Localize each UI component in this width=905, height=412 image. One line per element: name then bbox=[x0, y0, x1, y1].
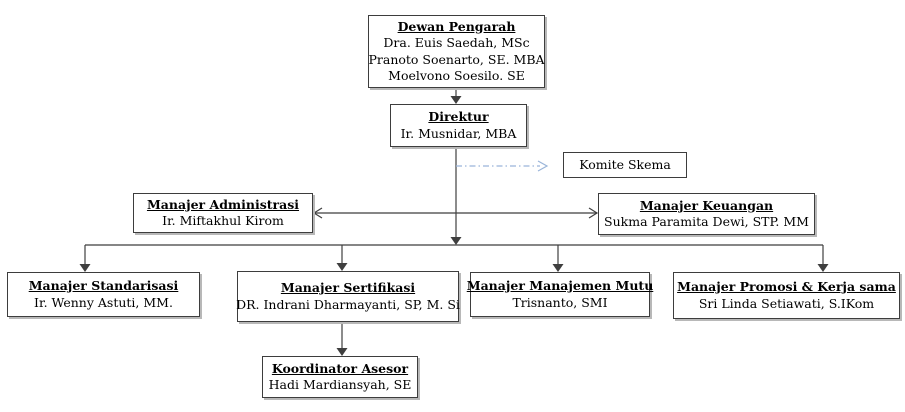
node-person: Dra. Euis Saedah, MSc bbox=[383, 35, 530, 50]
org-node-direktur: Direktur Ir. Musnidar, MBA bbox=[390, 104, 527, 147]
node-title: Manajer Administrasi bbox=[146, 196, 300, 212]
node-person: Moelvono Soesilo. SE bbox=[388, 68, 525, 83]
org-node-dewan-pengarah: Dewan Pengarah Dra. Euis Saedah, MSc Pra… bbox=[368, 15, 545, 88]
org-node-manajer-sertifikasi: Manajer Sertifikasi DR. Indrani Dharmaya… bbox=[236, 271, 460, 322]
org-node-komite-skema: Komite Skema bbox=[563, 152, 687, 178]
org-node-koordinator-asesor: Koordinator Asesor Hadi Mardiansyah, SE bbox=[262, 356, 418, 398]
node-person: Sukma Paramita Dewi, STP. MM bbox=[604, 214, 809, 229]
node-title: Manajer Promosi & Kerja sama bbox=[677, 279, 896, 294]
node-title: Direktur bbox=[428, 109, 489, 124]
node-title: Manajer Standarisasi bbox=[28, 278, 179, 293]
node-person: Ir. Wenny Astuti, MM. bbox=[34, 294, 173, 310]
org-node-manajer-keuangan: Manajer Keuangan Sukma Paramita Dewi, ST… bbox=[598, 193, 815, 235]
node-person: Sri Linda Setiawati, S.IKom bbox=[698, 295, 875, 311]
node-title: Manajer Sertifikasi bbox=[280, 280, 416, 295]
org-node-manajer-manajemen-mutu: Manajer Manajemen Mutu Trisnanto, SMI bbox=[467, 272, 653, 317]
node-title: Dewan Pengarah bbox=[397, 18, 516, 34]
node-person: Hadi Mardiansyah, SE bbox=[268, 377, 412, 392]
node-person: Pranoto Soenarto, SE. MBA bbox=[368, 51, 545, 67]
node-person: Ir. Miftakhul Kirom bbox=[162, 213, 284, 228]
node-title: Manajer Manajemen Mutu bbox=[466, 278, 654, 293]
node-title: Manajer Keuangan bbox=[639, 197, 774, 213]
dashed-arrow-komite-skema bbox=[456, 160, 549, 172]
node-person: DR. Indrani Dharmayanti, SP, M. Si bbox=[236, 296, 460, 312]
node-person: Ir. Musnidar, MBA bbox=[400, 125, 517, 141]
org-node-manajer-administrasi: Manajer Administrasi Ir. Miftakhul Kirom bbox=[133, 193, 313, 233]
node-title: Komite Skema bbox=[579, 156, 671, 172]
node-person: Trisnanto, SMI bbox=[512, 294, 608, 310]
org-node-manajer-promosi-kerja-sama: Manajer Promosi & Kerja sama Sri Linda S… bbox=[673, 272, 900, 319]
node-title: Koordinator Asesor bbox=[271, 360, 409, 376]
org-node-manajer-standarisasi: Manajer Standarisasi Ir. Wenny Astuti, M… bbox=[7, 272, 200, 317]
